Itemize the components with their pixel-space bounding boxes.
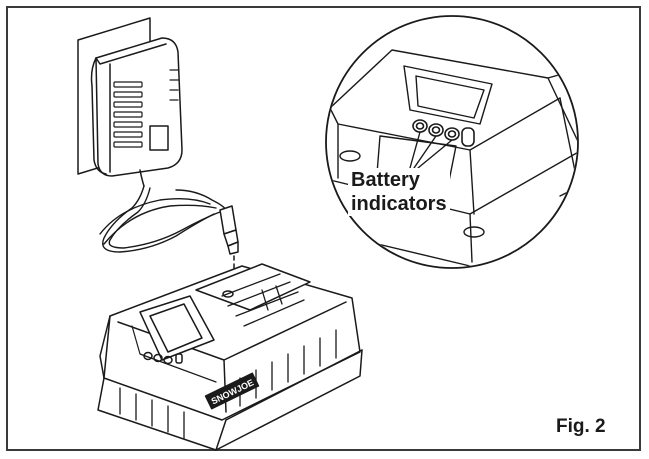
wall-charger bbox=[90, 37, 183, 187]
charger-label-panel bbox=[149, 125, 169, 151]
callout-line-1: Battery bbox=[351, 169, 420, 191]
charger-side-vents bbox=[169, 69, 179, 101]
battery-charge-port bbox=[222, 290, 234, 298]
indicator-leader-lines bbox=[409, 131, 453, 169]
magnified-detail bbox=[325, 15, 579, 269]
callout-line-2: indicators bbox=[351, 193, 447, 215]
battery-indicator-leds bbox=[143, 351, 183, 365]
battery-indicators-callout: Battery indicators bbox=[348, 168, 450, 216]
battery-rails bbox=[221, 273, 305, 327]
barrel-plug bbox=[219, 205, 239, 255]
charger-vent-slots bbox=[113, 81, 143, 148]
battery-pack: SNOWJOE bbox=[97, 263, 363, 451]
figure-label: Fig. 2 bbox=[556, 416, 606, 437]
charger-cable bbox=[99, 185, 227, 253]
